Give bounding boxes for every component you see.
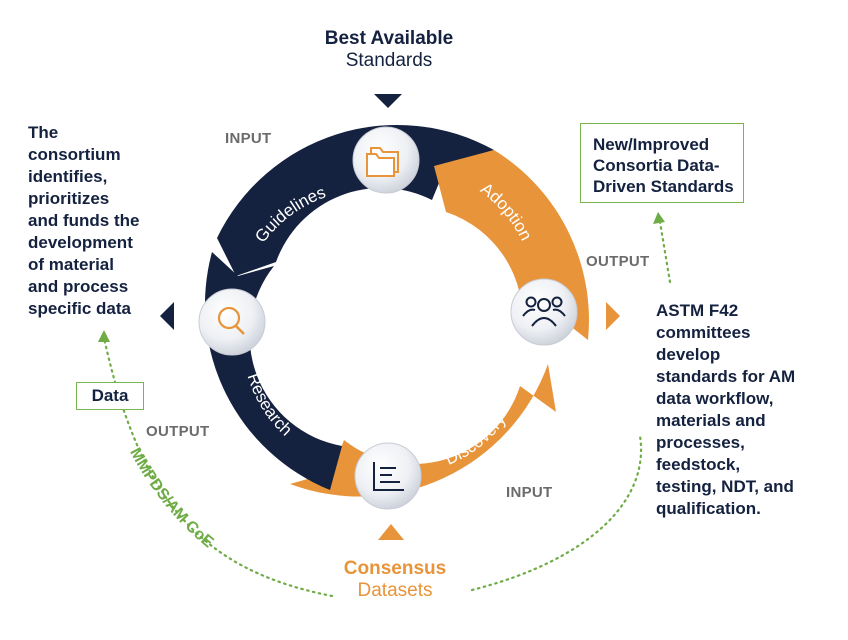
right-line: testing, NDT, and: [656, 477, 794, 496]
right-line: ASTM F42: [656, 301, 739, 320]
left-line: prioritizes: [28, 189, 110, 208]
output-box-line: New/Improved: [593, 135, 710, 154]
segment-label-discovery: Discovery: [442, 410, 510, 469]
arrow-right: [606, 302, 620, 330]
connector-right-curve: [470, 434, 643, 592]
top-heading: Best Available Standards: [300, 28, 478, 72]
bottom-heading: Consensus Datasets: [320, 558, 470, 602]
people-group-icon: [510, 278, 578, 346]
left-line: consortium: [28, 145, 121, 164]
right-line: qualification.: [656, 499, 761, 518]
left-line: and funds the: [28, 211, 140, 230]
arrow-down-top: [374, 94, 402, 108]
right-line: develop: [656, 345, 721, 364]
left-line: The: [28, 123, 59, 142]
left-line: of material: [28, 255, 114, 274]
arrow-left: [160, 302, 174, 330]
segment-discovery: [290, 364, 556, 497]
label-output-left: OUTPUT: [146, 423, 210, 440]
connector-top-right-line: [658, 220, 672, 284]
left-line: and process: [28, 277, 129, 296]
left-line: identifies,: [28, 167, 108, 186]
right-line: committees: [656, 323, 751, 342]
output-standards-box: New/Improved Consortia Data- Driven Stan…: [580, 123, 744, 203]
output-box-line: Driven Standards: [593, 177, 734, 196]
right-description: ASTM F42 committees develop standards fo…: [656, 300, 836, 520]
right-line: data workflow,: [656, 389, 774, 408]
top-title: Best Available: [324, 28, 454, 49]
connector-top-right-arrowhead: [653, 212, 665, 224]
output-box-line: Consortia Data-: [593, 156, 720, 175]
folder-icon: [352, 126, 420, 194]
data-box: Data: [76, 382, 144, 410]
label-output-right: OUTPUT: [586, 253, 650, 270]
label-input-bottom: INPUT: [506, 484, 553, 501]
segment-research: [204, 252, 342, 490]
left-description: The consortium identifies, prioritizes a…: [28, 122, 178, 320]
left-line: development: [28, 233, 133, 252]
magnifier-icon: [198, 288, 266, 356]
bottom-subtitle: Datasets: [357, 580, 433, 601]
right-line: feedstock,: [656, 455, 741, 474]
right-line: processes,: [656, 433, 745, 452]
label-input-top: INPUT: [225, 130, 272, 147]
connector-left-arrowhead: [98, 330, 110, 342]
arrow-up-bottom: [378, 524, 404, 540]
bar-chart-icon: [354, 442, 422, 510]
right-line: materials and: [656, 411, 766, 430]
top-subtitle: Standards: [345, 50, 433, 71]
segment-guidelines: [217, 124, 494, 276]
bottom-title: Consensus: [343, 558, 447, 579]
right-line: standards for AM: [656, 367, 796, 386]
mmpds-curve-label: MMPDS/AM CoE: [126, 445, 217, 551]
left-line: specific data: [28, 299, 131, 318]
